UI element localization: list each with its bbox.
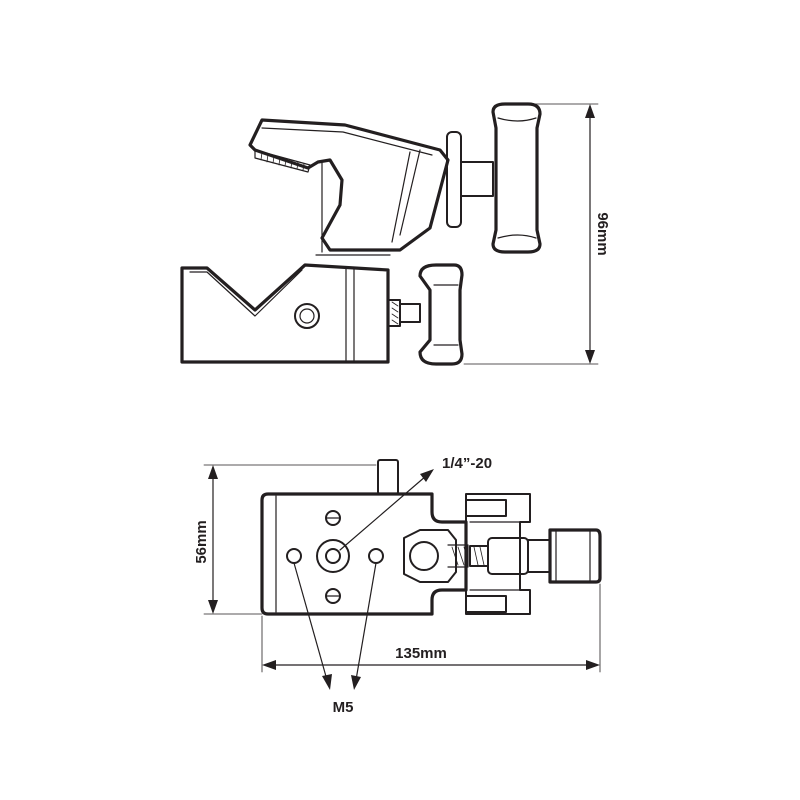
top-view: 56mm 135mm 1/4”-20 M5 — [193, 455, 602, 716]
thread-callout: 1/4”-20 — [339, 455, 492, 551]
center-thread-hole — [316, 539, 350, 573]
side-threaded-hole — [294, 303, 320, 329]
top-plate — [260, 492, 468, 616]
upper-knob-assembly — [446, 102, 542, 254]
thread-callout-label: 1/4”-20 — [442, 455, 492, 472]
m5-callout-label: M5 — [333, 699, 354, 716]
side-view: 96mm — [180, 102, 611, 366]
top-knob-assembly — [469, 528, 602, 584]
rear-pin — [377, 459, 399, 495]
dim-width-135-label: 135mm — [395, 645, 447, 662]
bottom-screw — [325, 588, 341, 604]
m5-hole-left — [286, 548, 302, 564]
top-screw — [325, 510, 341, 526]
top-jaw — [403, 493, 531, 615]
m5-hole-right — [368, 548, 384, 564]
dimension-96mm: 96mm — [463, 103, 611, 365]
jaw-teeth — [254, 149, 311, 173]
lower-body — [180, 263, 390, 364]
jaw-collar — [403, 529, 457, 583]
lower-knob-assembly — [387, 263, 464, 366]
m5-callout: M5 — [293, 562, 377, 716]
dimension-135mm: 135mm — [261, 583, 601, 673]
dimension-56mm: 56mm — [193, 464, 377, 615]
upper-jaw — [248, 118, 450, 256]
dim-height-96-label: 96mm — [594, 212, 611, 255]
dim-height-56-label: 56mm — [193, 520, 210, 563]
